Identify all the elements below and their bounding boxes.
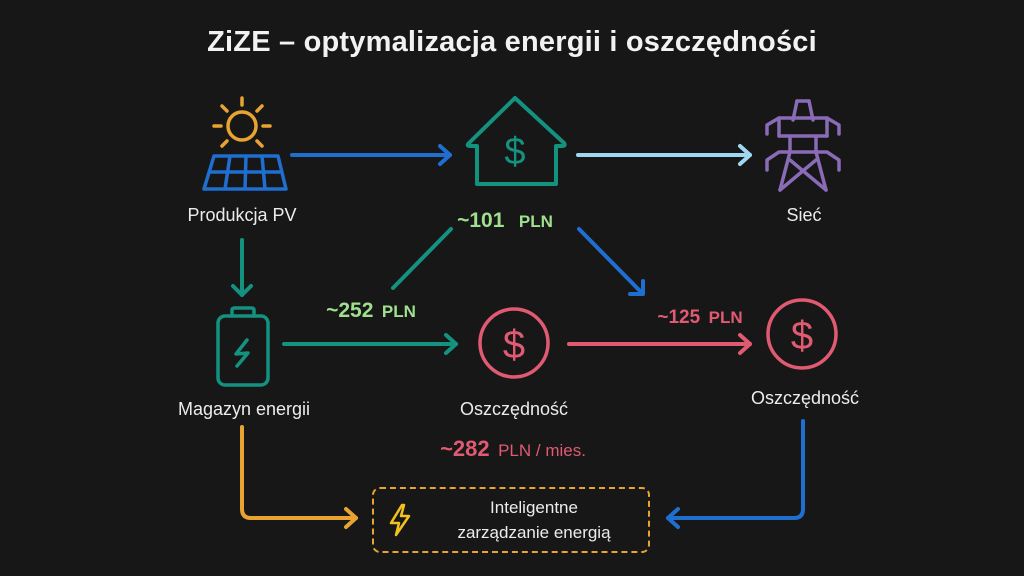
- arrow-pv-to-home: [290, 144, 452, 166]
- svg-text:$: $: [503, 323, 525, 367]
- arrow-storage-to-savings: [282, 333, 458, 355]
- smart-box-text: Inteligentne zarządzanie energią: [434, 495, 634, 545]
- sun-icon: [212, 96, 272, 148]
- dollar-circle-icon-right: $: [766, 298, 838, 370]
- arrow-savings-to-smart: [666, 419, 805, 529]
- power-pylon-icon: [765, 99, 841, 192]
- smart-energy-management-box: Inteligentne zarządzanie energią: [372, 487, 650, 553]
- flow-value-unit: PLN: [381, 302, 416, 321]
- arrow-storage-to-smart: [240, 425, 358, 529]
- dollar-circle-icon-center: $: [478, 307, 550, 379]
- flow-value-storage-home: ~252 PLN: [326, 299, 416, 323]
- arrow-home-to-grid: [576, 144, 752, 166]
- house-dollar-icon: $: [465, 96, 567, 186]
- home-value-number: ~101: [457, 209, 505, 232]
- monthly-savings-number: ~282: [440, 436, 490, 461]
- node-label-grid: Sieć: [786, 205, 822, 225]
- node-label-pv: Produkcja PV: [187, 205, 297, 225]
- home-value: ~101 PLN: [457, 209, 553, 233]
- smart-box-line1: Inteligentne: [490, 498, 578, 517]
- line-storage-to-home: [391, 227, 453, 290]
- node-label-savings-right: Oszczędność: [750, 388, 860, 408]
- arrow-pv-to-storage: [231, 238, 253, 297]
- home-value-unit: PLN: [518, 212, 553, 231]
- svg-text:$: $: [791, 314, 813, 358]
- page-title: ZiZE – optymalizacja energii i oszczędno…: [207, 26, 817, 58]
- arrow-savings-to-savings: [567, 333, 752, 355]
- flow-value-unit: PLN: [708, 308, 743, 327]
- solar-panel-icon: [202, 154, 288, 191]
- svg-text:$: $: [504, 131, 525, 173]
- flow-value-number: ~252: [326, 299, 374, 322]
- monthly-savings-value: ~282 PLN / mies.: [440, 436, 586, 462]
- lightning-icon: [389, 503, 411, 537]
- node-label-savings-center: Oszczędność: [459, 399, 569, 419]
- flow-value-savings-right: ~125 PLN: [657, 307, 742, 329]
- monthly-savings-unit: PLN / mies.: [498, 441, 586, 460]
- arrow-home-to-savings: [577, 227, 645, 296]
- node-label-storage: Magazyn energii: [177, 399, 311, 419]
- smart-box-line2: zarządzanie energią: [457, 523, 611, 542]
- battery-bolt-icon: [216, 306, 270, 387]
- flow-value-number: ~125: [657, 307, 701, 328]
